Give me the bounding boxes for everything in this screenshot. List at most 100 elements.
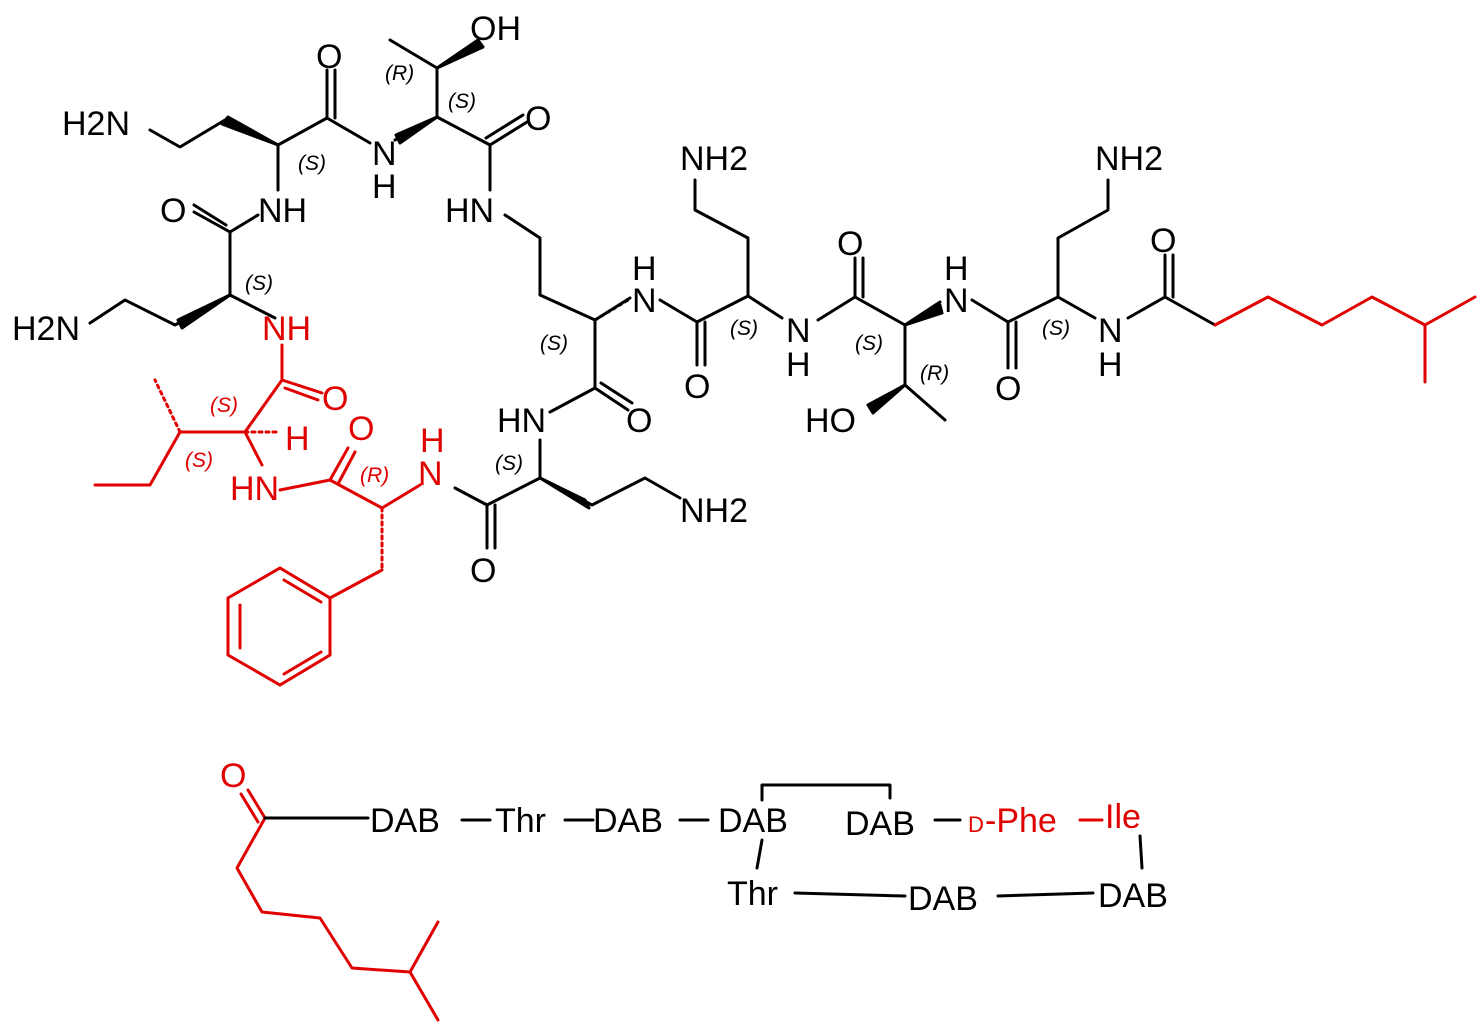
bond	[853, 295, 907, 327]
bond	[970, 298, 1010, 324]
bond-chain	[93, 430, 182, 487]
stereo-label: (S)	[298, 152, 326, 175]
stereo-label: (S)	[540, 332, 568, 355]
hash-bond	[153, 378, 182, 434]
seq-dab: DAB	[1098, 877, 1168, 915]
label-o: O	[316, 38, 342, 76]
bond	[192, 203, 228, 227]
stereo-label: (S)	[245, 272, 273, 295]
seq-d-prefix: D	[968, 812, 984, 837]
bond	[599, 381, 634, 405]
red-bonds	[93, 295, 1477, 1022]
label-n: N	[786, 312, 811, 350]
bond	[328, 446, 350, 482]
label-nh2: NH2	[1095, 140, 1163, 178]
bond	[228, 293, 277, 320]
label-o: O	[684, 368, 710, 406]
label-o: O	[470, 552, 496, 590]
label-o: O	[837, 225, 863, 263]
bond	[282, 650, 323, 676]
bond	[239, 792, 260, 824]
label-nh: NH	[262, 310, 311, 348]
bond	[328, 568, 384, 600]
bond	[488, 120, 529, 147]
connector	[793, 891, 907, 898]
label-n: N	[372, 135, 397, 173]
lipid-chain	[1213, 295, 1427, 384]
seq-thr: Thr	[727, 875, 778, 913]
black-bonds	[88, 38, 1217, 550]
label-n: N	[418, 455, 443, 493]
bond-chain	[693, 178, 750, 298]
connector	[996, 891, 1095, 898]
bond	[658, 298, 699, 324]
stereo-label: (S)	[210, 394, 238, 417]
stereo-labels-red: (S) (S) (R)	[185, 394, 389, 487]
wedge-bond	[176, 293, 232, 330]
wedge-bond	[538, 476, 591, 510]
label-ho: HO	[805, 402, 856, 440]
phenyl-ring	[226, 566, 332, 687]
bond-chain	[503, 213, 597, 322]
bond	[192, 210, 232, 234]
bond	[485, 476, 542, 507]
stereo-label: (S)	[730, 317, 758, 340]
bond	[282, 578, 323, 604]
bond	[276, 116, 329, 147]
stereo-label: (R)	[385, 62, 414, 85]
label-hn: HN	[230, 470, 279, 508]
seq-dab: DAB	[370, 802, 440, 840]
label-nh2: NH2	[680, 140, 748, 178]
hash-bond	[593, 298, 630, 322]
seq-dab: DAB	[718, 802, 788, 840]
bond	[435, 115, 492, 147]
stereo-label: (S)	[1042, 317, 1070, 340]
label-h: H	[420, 422, 445, 460]
label-h: H	[372, 168, 397, 206]
bond	[408, 920, 440, 974]
bond	[243, 378, 284, 434]
stereo-label: (S)	[495, 452, 523, 475]
stereo-label: (R)	[920, 362, 949, 385]
bond	[903, 383, 947, 422]
wedge-bond	[903, 303, 944, 327]
label-o: O	[322, 380, 348, 418]
label-h: H	[786, 346, 811, 384]
bond	[695, 294, 750, 324]
label-n: N	[944, 282, 969, 320]
bond	[1126, 295, 1167, 320]
label-h2n: H2N	[62, 105, 130, 143]
bond	[283, 386, 320, 402]
connector	[760, 783, 892, 802]
wedge-bond	[394, 115, 439, 145]
bond	[1006, 295, 1060, 324]
bond	[246, 788, 267, 820]
label-o: O	[348, 410, 374, 448]
seq-ile: Ile	[1105, 798, 1141, 836]
label-h: H	[944, 250, 969, 288]
label-o: O	[525, 100, 551, 138]
label-hn: HN	[445, 192, 494, 230]
label-o: O	[1150, 222, 1176, 260]
label-h: H	[1098, 346, 1123, 384]
bond	[1056, 295, 1097, 320]
bond	[388, 38, 439, 70]
wedge-bond	[866, 383, 907, 415]
label-nh: NH	[258, 192, 307, 230]
label-o: O	[995, 370, 1021, 408]
bond	[816, 295, 857, 322]
bond	[453, 486, 489, 507]
lipid-chain	[235, 816, 440, 1022]
bond	[328, 478, 384, 510]
label-n: N	[1098, 312, 1123, 350]
sequence-scheme: O DAB Thr DAB DAB DAB D -Phe Ile Thr DAB…	[220, 757, 1168, 918]
sequence-connectors	[460, 783, 1144, 898]
bond	[336, 450, 357, 486]
label-h: H	[632, 250, 657, 288]
bond-chain	[1056, 178, 1110, 299]
label-hn: HN	[497, 402, 546, 440]
bond	[746, 294, 784, 320]
stereo-label: (S)	[855, 332, 883, 355]
seq-carbonyl-o: O	[220, 757, 246, 795]
